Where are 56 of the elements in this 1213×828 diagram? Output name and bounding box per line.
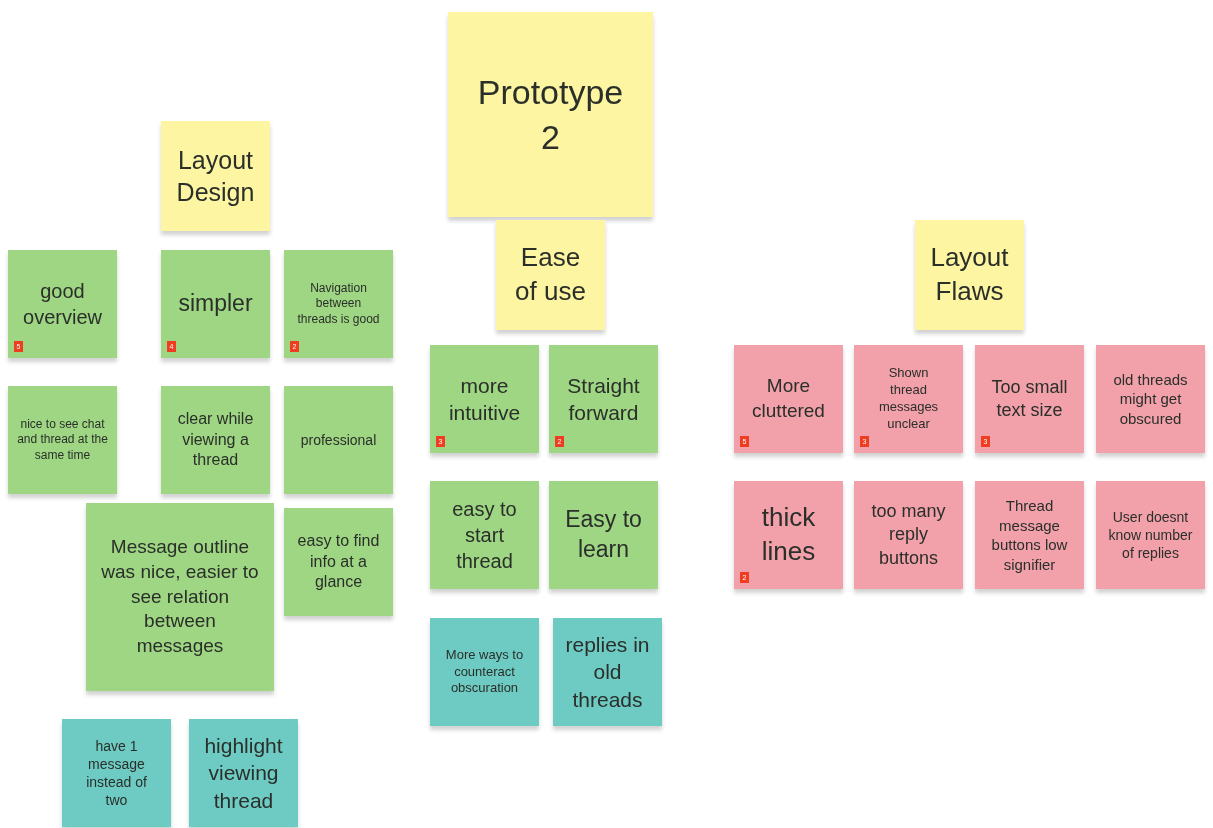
note-text: nice to see chat and thread at the same time	[16, 416, 109, 464]
note-text: Message outline was nice, easier to see relation between messages	[100, 535, 260, 659]
note-text: old threads might get obscured	[1112, 369, 1189, 429]
note-text: Layout Design	[175, 144, 256, 208]
sticky-note	[549, 481, 658, 589]
sticky-note	[8, 250, 117, 358]
note-text: User doesnt know number of replies	[1107, 507, 1194, 563]
sticky-note	[854, 345, 963, 453]
note-text: More ways to counteract obscuration	[444, 646, 525, 698]
sticky-note	[854, 481, 963, 589]
sticky-note	[553, 618, 662, 726]
note-text: More cluttered	[751, 374, 826, 423]
note-text: Shown thread messages unclear	[877, 365, 940, 433]
sticky-note	[496, 220, 605, 330]
sticky-note	[430, 618, 539, 726]
sticky-note	[734, 345, 843, 453]
note-text: replies in old threads	[565, 632, 650, 713]
sticky-note	[62, 719, 171, 827]
sticky-note	[284, 250, 393, 358]
sticky-note	[161, 250, 270, 358]
note-text: Navigation between threads is good	[296, 280, 381, 328]
sticky-note	[8, 386, 117, 494]
sticky-note	[161, 386, 270, 494]
sticky-note	[161, 121, 270, 231]
note-text: easy to find info at a glance	[296, 530, 381, 593]
sticky-note	[86, 503, 274, 691]
note-text: Layout Flaws	[929, 241, 1010, 308]
note-text: thick lines	[760, 501, 817, 568]
sticky-note	[1096, 481, 1205, 589]
note-text: have 1 message instead of two	[85, 736, 148, 810]
note-text: Ease of use	[514, 241, 587, 308]
note-text: easy to start thread	[451, 497, 518, 574]
note-text: highlight viewing thread	[203, 733, 284, 814]
note-text: Thread message buttons low signifier	[990, 496, 1069, 574]
note-text: good overview	[22, 279, 103, 330]
sticky-note	[430, 481, 539, 589]
sticky-note	[284, 508, 393, 616]
sticky-note	[284, 386, 393, 494]
sticky-note	[734, 481, 843, 589]
sticky-note	[189, 719, 298, 827]
note-text: Prototype 2	[476, 72, 625, 158]
sticky-note	[448, 12, 653, 217]
note-text: clear while viewing a thread	[176, 408, 255, 471]
note-text: Too small text size	[990, 375, 1069, 422]
sticky-note	[975, 345, 1084, 453]
note-text: too many reply buttons	[870, 499, 947, 570]
sticky-note	[549, 345, 658, 453]
note-text: simpler	[178, 289, 253, 319]
sticky-note	[1096, 345, 1205, 453]
sticky-note	[430, 345, 539, 453]
note-text: Straight forward	[566, 372, 641, 426]
note-text: more intuitive	[447, 372, 522, 426]
note-text: Easy to learn	[564, 505, 643, 564]
sticky-note	[915, 220, 1024, 330]
sticky-note	[975, 481, 1084, 589]
note-text: professional	[300, 430, 377, 450]
